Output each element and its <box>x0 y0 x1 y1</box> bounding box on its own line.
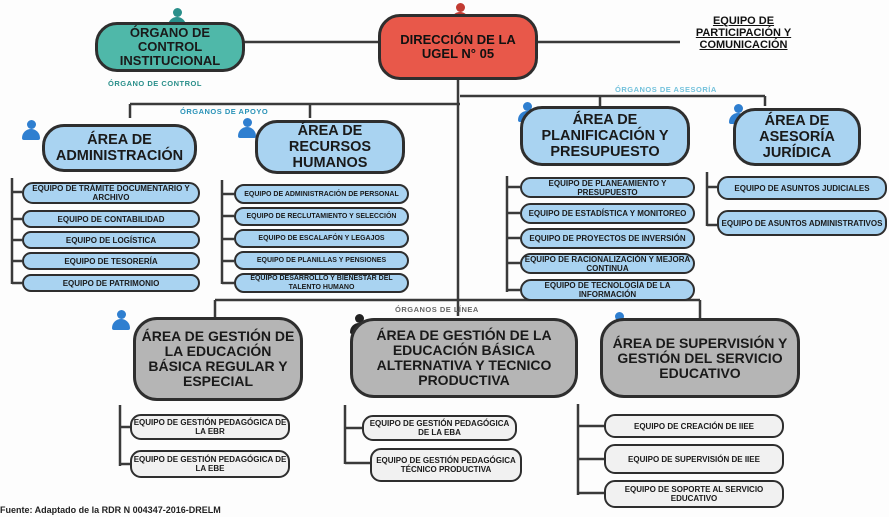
area-supervision-title: ÁREA DE SUPERVISIÓN Y GESTIÓN DEL SERVIC… <box>612 334 788 381</box>
team-label: EQUIPO DE LOGÍSTICA <box>65 235 157 245</box>
control-institucional-label: ÓRGANO DE CONTROL INSTITUCIONAL <box>119 25 221 68</box>
team-label: EQUIPO DE GESTIÓN PEDAGÓGICA DE LA EBR <box>133 418 287 436</box>
area-recursos-humanos-title: ÁREA DE RECURSOS HUMANOS <box>288 123 372 171</box>
team-item[interactable]: EQUIPO DE TRÁMITE DOCUMENTARIO Y ARCHIVO <box>22 182 200 204</box>
team-item[interactable]: EQUIPO DE GESTIÓN PEDAGÓGICA DE LA EBR <box>130 414 290 440</box>
team-item[interactable]: EQUIPO DE TECNOLOGÍA DE LA INFORMACIÓN <box>520 279 695 301</box>
person-icon <box>22 120 40 142</box>
team-label: EQUIPO DE GESTIÓN PEDAGÓGICA DE LA EBA <box>369 419 510 437</box>
direccion-label: DIRECCIÓN DE LA UGEL N° 05 <box>400 32 516 61</box>
team-label: EQUIPO DE GESTIÓN PEDAGÓGICA DE LA EBE <box>133 455 287 473</box>
team-label: EQUIPO DE CONTABILIDAD <box>57 214 165 224</box>
person-icon <box>112 310 130 332</box>
source-footnote: Fuente: Adaptado de la RDR N 004347-2016… <box>0 505 221 515</box>
area-asesoria-juridica-title: ÁREA DE ASESORÍA JURÍDICA <box>759 113 835 161</box>
area-gestion-ebr[interactable]: ÁREA DE GESTIÓN DE LA EDUCACIÓN BÁSICA R… <box>133 317 303 401</box>
team-item[interactable]: EQUIPO DE PATRIMONIO <box>22 274 200 292</box>
team-item[interactable]: EQUIPO DE PROYECTOS DE INVERSIÓN <box>520 228 695 249</box>
team-label: EQUIPO DE SOPORTE AL SERVICIO EDUCATIVO <box>624 485 764 503</box>
team-item[interactable]: EQUIPO DE GESTIÓN PEDAGÓGICA DE LA EBA <box>362 415 517 441</box>
team-label: EQUIPO DE ASUNTOS JUDICIALES <box>734 183 870 193</box>
team-label: EQUIPO DE ESTADÍSTICA Y MONITOREO <box>528 209 687 218</box>
team-item[interactable]: EQUIPO DE RACIONALIZACIÓN Y MEJORA CONTI… <box>520 253 695 274</box>
team-item[interactable]: EQUIPO DE SOPORTE AL SERVICIO EDUCATIVO <box>604 480 784 508</box>
direccion-box[interactable]: DIRECCIÓN DE LA UGEL N° 05 <box>378 14 538 80</box>
area-administracion-title: ÁREA DE ADMINISTRACIÓN <box>55 132 184 164</box>
team-item[interactable]: EQUIPO DE SUPERVISIÓN DE IIEE <box>604 444 784 474</box>
team-item[interactable]: EQUIPO DE GESTIÓN PEDAGÓGICA TÉCNICO PRO… <box>370 448 522 482</box>
team-label: EQUIPO DE PROYECTOS DE INVERSIÓN <box>529 234 686 243</box>
team-item[interactable]: EQUIPO DE RECLUTAMIENTO Y SELECCIÓN <box>234 207 409 226</box>
section-apoyo: ÓRGANOS DE APOYO <box>180 107 269 116</box>
team-item[interactable]: EQUIPO DE ASUNTOS JUDICIALES <box>717 176 887 200</box>
team-label: EQUIPO DE GESTIÓN PEDAGÓGICA TÉCNICO PRO… <box>376 456 516 474</box>
team-item[interactable]: EQUIPO DE CREACIÓN DE IIEE <box>604 414 784 438</box>
equipo-participacion-label: EQUIPO DE PARTICIPACIÓN Y COMUNICACIÓN <box>695 15 792 51</box>
team-item[interactable]: EQUIPO DE PLANILLAS Y PENSIONES <box>234 251 409 270</box>
team-item[interactable]: EQUIPO DE ASUNTOS ADMINISTRATIVOS <box>717 210 887 236</box>
team-label: EQUIPO DE PLANEAMIENTO Y PRESUPUESTO <box>548 178 667 197</box>
team-item[interactable]: EQUIPO DE PLANEAMIENTO Y PRESUPUESTO <box>520 177 695 198</box>
team-label: EQUIPO DE TECNOLOGÍA DE LA INFORMACIÓN <box>544 281 671 299</box>
team-label: EQUIPO DE TRÁMITE DOCUMENTARIO Y ARCHIVO <box>32 184 190 202</box>
team-label: EQUIPO DESARROLLO Y BIENESTAR DEL TALENT… <box>250 275 393 291</box>
team-label: EQUIPO DE RECLUTAMIENTO Y SELECCIÓN <box>246 213 397 220</box>
area-gestion-ebr-title: ÁREA DE GESTIÓN DE LA EDUCACIÓN BÁSICA R… <box>141 328 295 389</box>
area-administracion[interactable]: ÁREA DE ADMINISTRACIÓN <box>42 124 197 172</box>
area-recursos-humanos[interactable]: ÁREA DE RECURSOS HUMANOS <box>255 120 405 174</box>
area-planificacion[interactable]: ÁREA DE PLANIFICACIÓN Y PRESUPUESTO <box>520 106 690 166</box>
team-item[interactable]: EQUIPO DE LOGÍSTICA <box>22 231 200 249</box>
team-item[interactable]: EQUIPO DE ESCALAFÓN Y LEGAJOS <box>234 229 409 248</box>
team-label: EQUIPO DE ESCALAFÓN Y LEGAJOS <box>258 235 385 242</box>
person-icon <box>238 118 256 140</box>
team-label: EQUIPO DE CREACIÓN DE IIEE <box>633 421 755 431</box>
team-item[interactable]: EQUIPO DE ESTADÍSTICA Y MONITOREO <box>520 203 695 224</box>
team-item[interactable]: EQUIPO DESARROLLO Y BIENESTAR DEL TALENT… <box>234 273 409 293</box>
team-item[interactable]: EQUIPO DE CONTABILIDAD <box>22 210 200 228</box>
team-label: EQUIPO DE PLANILLAS Y PENSIONES <box>256 257 387 264</box>
team-label: EQUIPO DE ASUNTOS ADMINISTRATIVOS <box>721 218 883 228</box>
control-caption: ÓRGANO DE CONTROL <box>108 79 202 88</box>
team-label: EQUIPO DE SUPERVISIÓN DE IIEE <box>628 454 760 464</box>
section-linea: ÓRGANOS DE LÍNEA <box>395 305 479 314</box>
team-label: EQUIPO DE PATRIMONIO <box>62 278 160 288</box>
area-gestion-eba[interactable]: ÁREA DE GESTIÓN DE LA EDUCACIÓN BÁSICA A… <box>350 318 578 398</box>
team-item[interactable]: EQUIPO DE TESORERÍA <box>22 252 200 270</box>
team-label: EQUIPO DE TESORERÍA <box>64 256 158 266</box>
team-item[interactable]: EQUIPO DE ADMINISTRACIÓN DE PERSONAL <box>234 184 409 204</box>
team-item[interactable]: EQUIPO DE GESTIÓN PEDAGÓGICA DE LA EBE <box>130 450 290 478</box>
area-supervision[interactable]: ÁREA DE SUPERVISIÓN Y GESTIÓN DEL SERVIC… <box>600 318 800 398</box>
team-label: EQUIPO DE ADMINISTRACIÓN DE PERSONAL <box>244 190 399 198</box>
area-gestion-eba-title: ÁREA DE GESTIÓN DE LA EDUCACIÓN BÁSICA A… <box>376 327 552 388</box>
team-label: EQUIPO DE RACIONALIZACIÓN Y MEJORA CONTI… <box>524 254 691 273</box>
section-asesoria: ÓRGANOS DE ASESORÍA <box>615 85 717 94</box>
area-planificacion-title: ÁREA DE PLANIFICACIÓN Y PRESUPUESTO <box>541 112 669 160</box>
area-asesoria-juridica[interactable]: ÁREA DE ASESORÍA JURÍDICA <box>733 108 861 166</box>
control-institucional-box[interactable]: ÓRGANO DE CONTROL INSTITUCIONAL <box>95 22 245 72</box>
